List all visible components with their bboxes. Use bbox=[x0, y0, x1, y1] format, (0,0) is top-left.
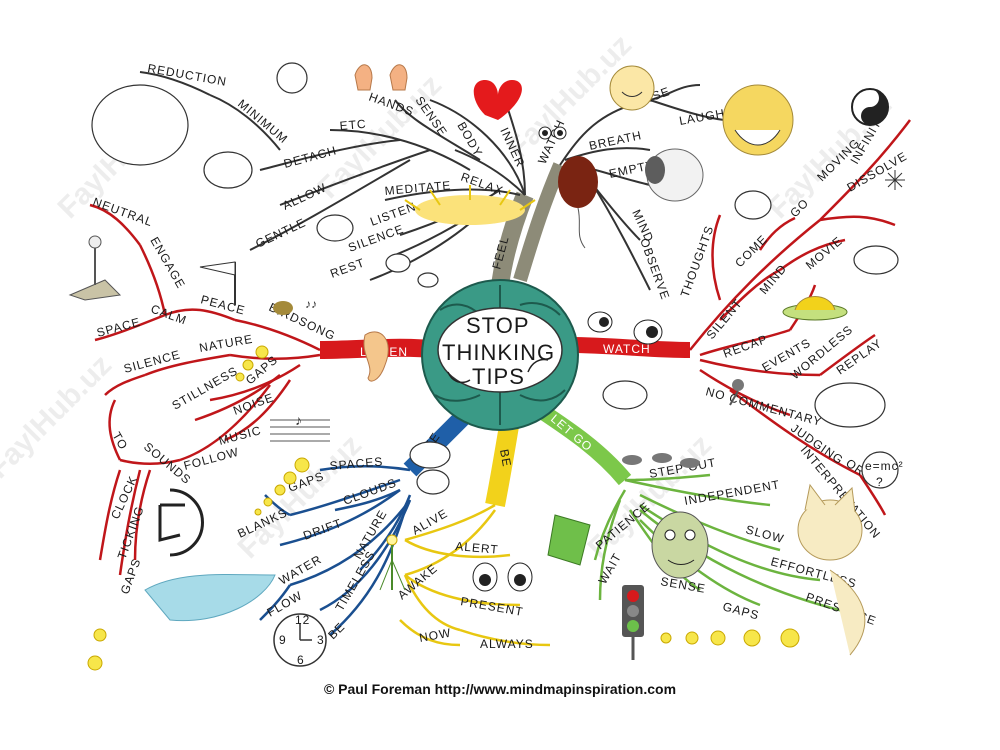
svg-text:♪: ♪ bbox=[295, 414, 302, 429]
footprints-icon bbox=[622, 453, 700, 468]
thought-cloud-icon bbox=[416, 469, 450, 495]
thought-cloud-icon bbox=[203, 151, 253, 189]
eyes-top-icon bbox=[538, 126, 567, 140]
thought-cloud-icon bbox=[861, 451, 899, 489]
word-independent: INDEPENDENT bbox=[683, 477, 781, 508]
thought-cloud-icon bbox=[417, 272, 439, 288]
word-spaces: SPACES bbox=[329, 454, 384, 473]
word-meditate: MEDITATE bbox=[384, 178, 452, 198]
equation-text: e=mc² bbox=[865, 459, 904, 473]
watch-label: WATCH bbox=[603, 342, 651, 356]
watermark: FaylHub.uz bbox=[0, 348, 118, 484]
microphone-icon bbox=[729, 379, 744, 406]
hands-icon bbox=[354, 64, 408, 91]
word-no-commentary: NO COMMENTARY bbox=[704, 384, 823, 429]
word-calm: CALM bbox=[149, 302, 189, 328]
word-observe: OBSERVE bbox=[637, 236, 672, 302]
gear-shift-icon bbox=[68, 235, 122, 301]
question-mark-text: ? bbox=[876, 475, 884, 489]
clock-3: 3 bbox=[317, 633, 325, 647]
eyes-watch-icon bbox=[587, 311, 663, 345]
cat-icon bbox=[797, 483, 866, 656]
thought-cloud-icon bbox=[91, 84, 189, 166]
word-come: COME bbox=[732, 232, 770, 270]
word-recap: RECAP bbox=[721, 332, 769, 361]
word-space: SPACE bbox=[95, 315, 142, 340]
let-go-branch bbox=[535, 403, 861, 617]
brain bbox=[421, 279, 579, 431]
water-wave-icon bbox=[144, 573, 276, 622]
credit-line: © Paul Foreman http://www.mindmapinspira… bbox=[323, 681, 677, 697]
word-engage: ENGAGE bbox=[147, 235, 188, 292]
heart-icon bbox=[473, 80, 522, 120]
music-notes-icon: ♪ bbox=[270, 414, 330, 442]
ear-icon bbox=[363, 331, 389, 382]
cloud-icons bbox=[91, 62, 899, 495]
yin-yang-icon bbox=[851, 88, 889, 126]
be-label: BE bbox=[497, 448, 514, 468]
word-clouds: CLOUDS bbox=[341, 476, 398, 508]
word-body: BODY bbox=[454, 120, 485, 160]
laughing-face-icon bbox=[722, 84, 794, 156]
smiling-face-icon bbox=[609, 65, 655, 111]
balloon-icon bbox=[558, 156, 598, 249]
thought-cloud-icon bbox=[602, 380, 648, 410]
thought-cloud-icon bbox=[734, 190, 772, 220]
eyes-be-icon bbox=[472, 562, 533, 592]
bird-icon: ♪♪ bbox=[273, 297, 317, 315]
word-to: TO bbox=[109, 430, 130, 453]
dots bbox=[87, 345, 800, 671]
word-drift: DRIFT bbox=[301, 516, 344, 543]
word-present: PRESENT bbox=[459, 594, 524, 619]
word-now: NOW bbox=[418, 626, 452, 645]
flower-icon bbox=[379, 534, 406, 591]
flag-icon bbox=[199, 261, 236, 305]
center-title-line1: STOP bbox=[466, 313, 530, 338]
word-peace: PEACE bbox=[199, 292, 247, 317]
word-music: MUSIC bbox=[217, 423, 263, 448]
clock-icon bbox=[158, 488, 204, 557]
sun-icon bbox=[404, 185, 536, 225]
traffic-light-icon bbox=[622, 585, 644, 660]
thought-cloud-icon bbox=[814, 382, 886, 428]
spark-icon bbox=[885, 170, 905, 190]
word-alert: ALERT bbox=[455, 539, 500, 557]
ufo-icon bbox=[782, 296, 848, 321]
watch-branch bbox=[569, 119, 911, 516]
word-laugh: LAUGH bbox=[678, 106, 726, 128]
word-minimum: MINIMUM bbox=[235, 97, 291, 147]
thought-cloud-icon bbox=[385, 253, 411, 273]
thought-cloud-icon bbox=[316, 214, 354, 242]
word-thoughts: THOUGHTS bbox=[678, 223, 717, 299]
svg-text:♪♪: ♪♪ bbox=[305, 297, 317, 311]
old-face-icon bbox=[651, 511, 709, 579]
clock-6: 6 bbox=[297, 653, 305, 667]
word-etc: ETC bbox=[339, 117, 367, 133]
word-gentle: GENTLE bbox=[253, 215, 308, 251]
pocket-clock-icon bbox=[273, 613, 327, 667]
thought-cloud-icon bbox=[853, 245, 899, 275]
word-nature: NATURE bbox=[198, 332, 254, 355]
word-mind: MIND bbox=[757, 261, 790, 297]
thought-cloud-icon bbox=[276, 62, 308, 94]
clock-9: 9 bbox=[279, 633, 287, 647]
thought-cloud-icon bbox=[409, 441, 451, 469]
center-title-line2: THINKING bbox=[442, 340, 555, 365]
clock-12: 12 bbox=[295, 613, 310, 627]
word-always: ALWAYS bbox=[480, 637, 534, 651]
let-go-label: LET GO bbox=[548, 412, 595, 455]
book-icon bbox=[547, 514, 591, 566]
eyeball-icon bbox=[645, 148, 704, 202]
word-follow: FOLLOW bbox=[182, 445, 240, 473]
center-title-line3: TIPS bbox=[472, 364, 525, 389]
word-silent: SILENT bbox=[704, 296, 746, 342]
word-allow: ALLOW bbox=[280, 180, 329, 213]
word-rest: REST bbox=[328, 255, 367, 280]
